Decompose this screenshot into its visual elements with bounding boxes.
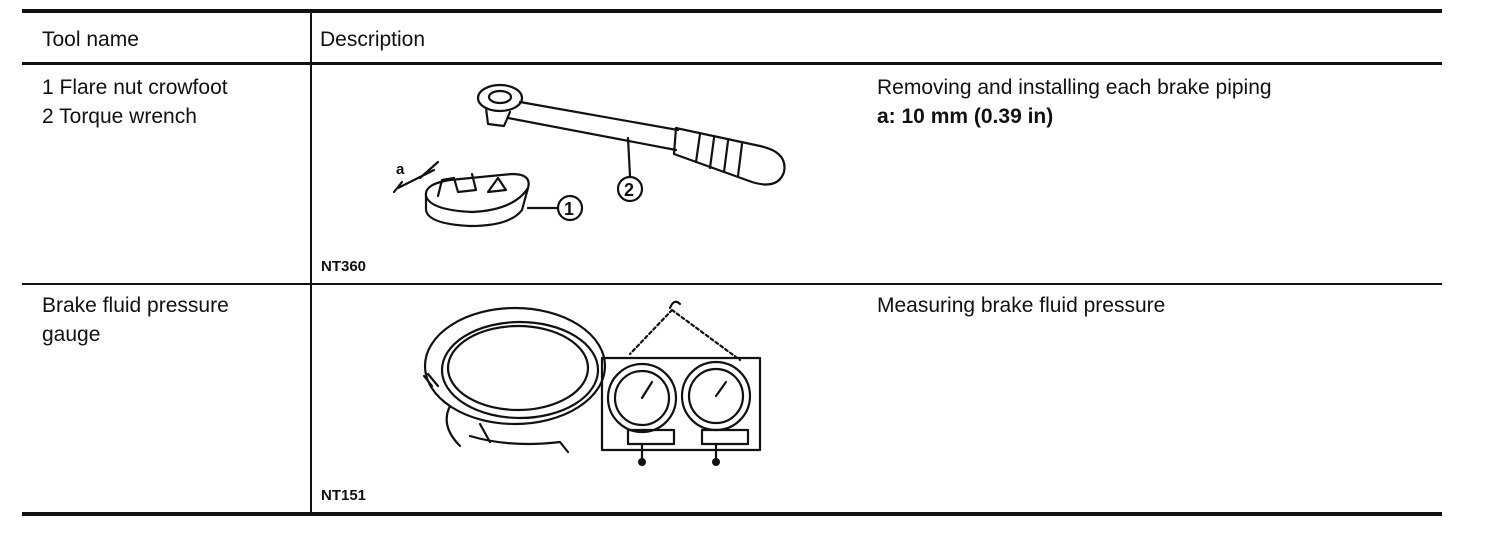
callout-2-leader (626, 136, 632, 178)
tool-name-line-1: Brake fluid pressure (42, 294, 229, 317)
valve-block-right (700, 428, 750, 446)
row2-tool-name: Brake fluid pressure gauge (42, 291, 229, 349)
column-divider (310, 13, 312, 514)
tool-name-line-2: 2 Torque wrench (42, 105, 197, 128)
callout-2-label: 2 (624, 180, 634, 200)
gauge-board (600, 356, 762, 452)
spec-text: a: 10 mm (0.39 in) (877, 105, 1054, 128)
header-description: Description (320, 28, 426, 51)
tool-name-line-1: 1 Flare nut crowfoot (42, 76, 228, 99)
table-bottom-rule (22, 512, 1442, 516)
wrench-square-drive (484, 106, 512, 128)
wrench-shaft (506, 100, 680, 152)
row1-tool-name: 1 Flare nut crowfoot 2 Torque wrench (42, 73, 228, 131)
crowfoot-jaw (436, 172, 478, 198)
figure-code-nt360: NT360 (321, 258, 367, 275)
description-text: Removing and installing each brake pipin… (877, 76, 1272, 99)
wrench-head (476, 83, 524, 113)
dimension-label-a: a (396, 161, 405, 178)
gauge-left (606, 362, 678, 434)
callout-2-circle (616, 175, 644, 203)
crowfoot-body (424, 172, 530, 228)
hose-coil (423, 306, 607, 426)
valve-block-left (626, 428, 676, 446)
row1-description: Removing and installing each brake pipin… (877, 73, 1272, 131)
hook (668, 300, 682, 310)
brake-fluid-pressure-gauge-illustration (422, 300, 762, 466)
callout-1-circle (556, 194, 584, 222)
crowfoot-torque-wrench-illustration: 2 a 1 (392, 83, 786, 228)
row-divider (22, 283, 1442, 285)
dimension-line-a (392, 160, 440, 194)
hose-end-bottom (468, 434, 570, 454)
table-top-rule (22, 9, 1442, 13)
tool-name-line-2: gauge (42, 323, 101, 346)
hose-end-left (422, 372, 462, 448)
header-tool-name: Tool name (42, 28, 139, 51)
header-bottom-rule (22, 62, 1442, 65)
callout-1-label: 1 (564, 199, 574, 219)
figure-code-nt151: NT151 (321, 487, 367, 504)
chain (628, 308, 742, 362)
row2-description: Measuring brake fluid pressure (877, 294, 1166, 317)
wrench-grip (672, 126, 786, 186)
